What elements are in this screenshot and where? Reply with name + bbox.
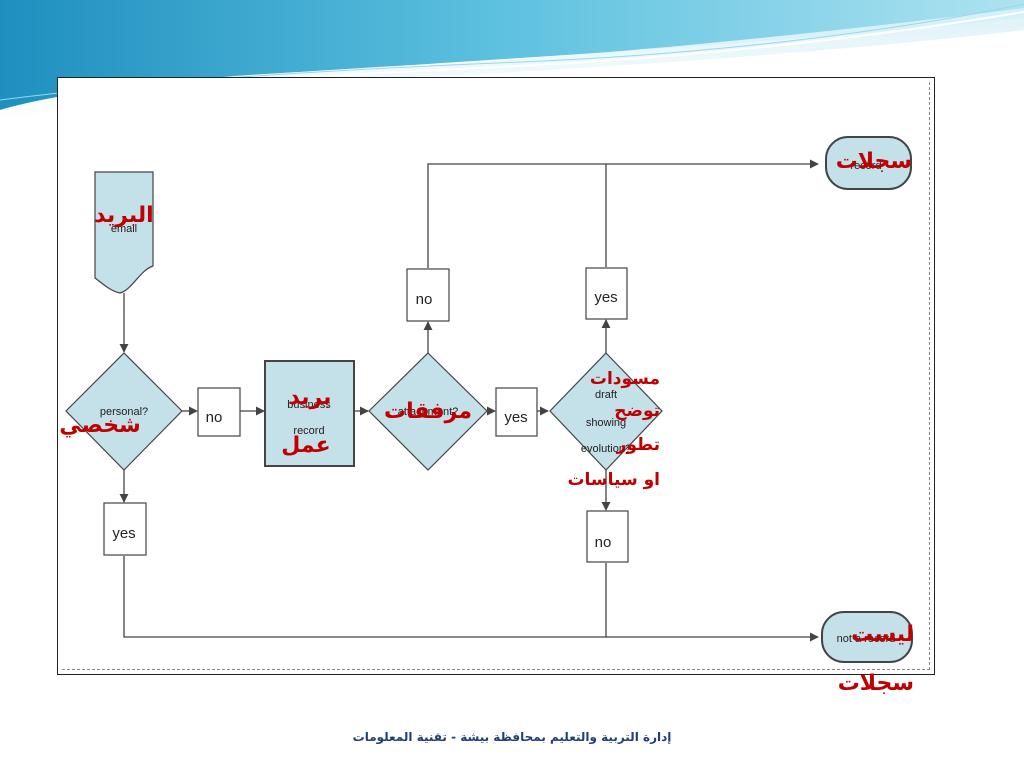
draft-arabic-line3: تطور	[616, 435, 660, 455]
email-label: email	[111, 223, 137, 235]
draft-decision-node: draft showing evolution? مسودات توضح تطو…	[549, 352, 663, 490]
business-record-node: business record بريد عمل	[264, 360, 355, 467]
draft-label-line3: evolution?	[581, 443, 631, 455]
not-a-record-terminal-node: not a record ليست سجلات	[821, 611, 914, 696]
yes-box-personal-label: yes	[112, 525, 135, 542]
yes-box-draft: yes	[585, 267, 628, 320]
business-record-label-line2: record	[293, 425, 324, 437]
email-node: email البريد	[94, 171, 154, 294]
not-a-record-label: not a record	[837, 633, 896, 645]
connectors	[119, 159, 819, 642]
footer-text: إدارة التربية والتعليم بمحافظة بيشة - تق…	[352, 730, 672, 744]
personal-label: personal?	[100, 406, 148, 418]
attachment-arabic-label: مرفقات	[384, 399, 472, 424]
personal-decision-node: personal? شخصي	[59, 352, 183, 471]
connector-no-to-record	[427, 159, 819, 268]
no-box-draft: no	[586, 510, 629, 563]
no-box-draft-label: no	[595, 534, 612, 551]
record-terminal-node: record سجلات	[825, 136, 912, 190]
frame-dashed-border	[62, 82, 930, 670]
not-a-record-arabic-line2: سجلات	[838, 671, 914, 696]
draft-label-line2: showing	[586, 417, 626, 429]
not-a-record-arabic-line1: ليست	[851, 622, 914, 647]
email-arabic-label: البريد	[94, 203, 153, 228]
draft-arabic-line2: توضح	[614, 401, 660, 421]
personal-arabic-label: شخصي	[59, 413, 140, 438]
business-record-arabic-line1: بريد	[289, 385, 332, 410]
record-label: record	[850, 160, 881, 172]
business-record-label-line1: business	[287, 399, 331, 411]
no-box-personal-label: no	[206, 409, 223, 426]
draft-label-line1: draft	[595, 389, 617, 401]
no-box-personal: no	[197, 387, 241, 437]
attachment-label: attachment?	[398, 406, 459, 418]
no-box-attachment-label: no	[416, 291, 433, 308]
yes-box-personal: yes	[103, 502, 147, 556]
no-box-attachment: no	[406, 268, 450, 322]
diagram-frame	[57, 77, 935, 675]
yes-box-draft-label: yes	[594, 289, 617, 306]
yes-box-attachment: yes	[495, 387, 538, 437]
connector-yes-to-not-record	[123, 556, 819, 642]
answer-boxes: no yes no yes yes no	[103, 267, 629, 563]
attachment-decision-node: attachment? مرفقات	[368, 352, 488, 471]
record-arabic-label: سجلات	[836, 149, 912, 174]
draft-arabic-line4: او سياسات	[567, 470, 660, 490]
business-record-arabic-line2: عمل	[281, 433, 330, 458]
yes-box-attachment-label: yes	[504, 409, 527, 426]
draft-arabic-line1: مسودات	[590, 369, 660, 389]
